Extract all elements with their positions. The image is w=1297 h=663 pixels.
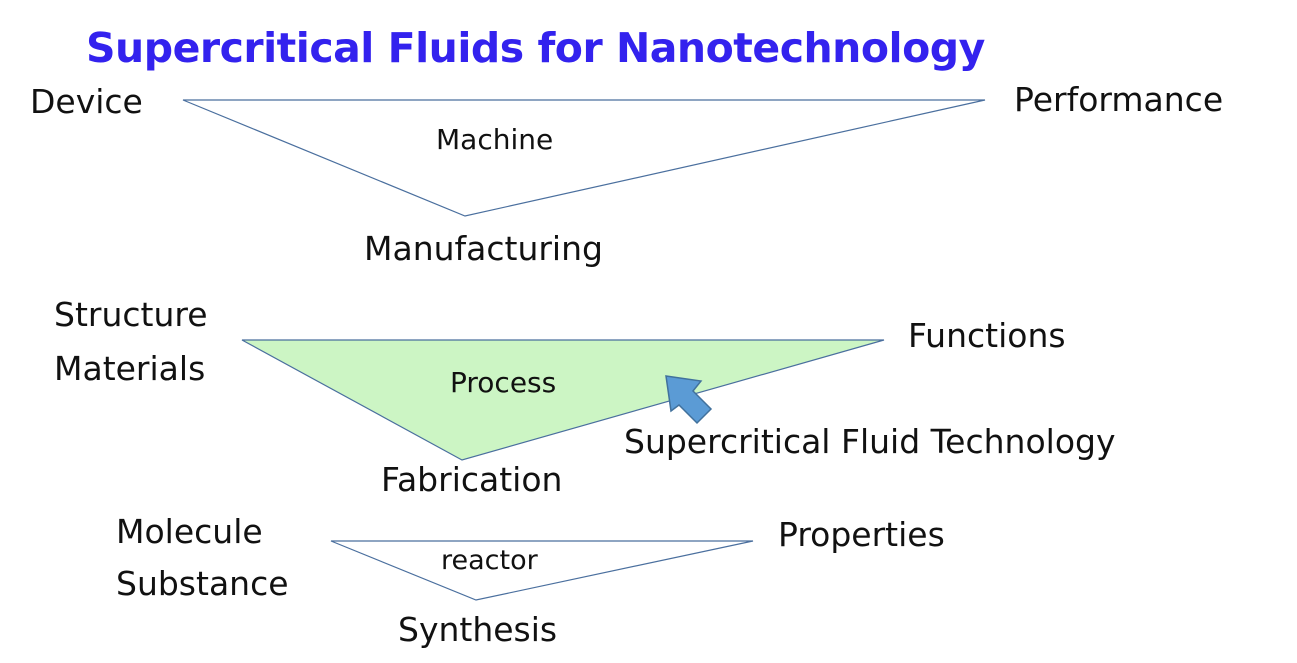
performance-label: Performance (1014, 80, 1224, 119)
properties-label: Properties (778, 515, 945, 554)
reactor-label: reactor (441, 545, 538, 576)
fabrication-label: Fabrication (381, 460, 563, 499)
device-label: Device (30, 82, 143, 121)
reactor-triangle (330, 540, 754, 601)
supercritical-fluid-technology-label: Supercritical Fluid Technology (624, 422, 1116, 461)
molecule-label: Molecule (116, 512, 263, 551)
structure-label: Structure (54, 295, 208, 334)
manufacturing-label: Manufacturing (364, 229, 603, 268)
machine-label: Machine (436, 123, 554, 156)
page-title: Supercritical Fluids for Nanotechnology (86, 24, 985, 72)
functions-label: Functions (908, 316, 1066, 355)
substance-label: Substance (116, 564, 289, 603)
synthesis-label: Synthesis (398, 610, 558, 649)
machine-triangle (182, 99, 986, 217)
supercritical-arrow-icon (665, 375, 713, 425)
process-label: Process (450, 366, 557, 399)
materials-label: Materials (54, 349, 206, 388)
